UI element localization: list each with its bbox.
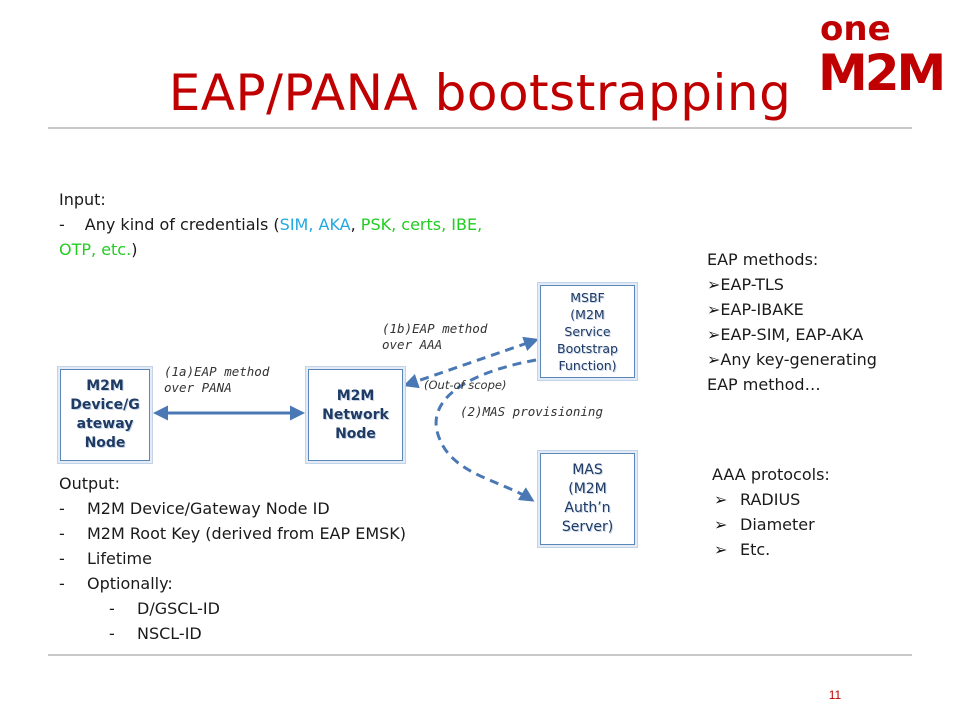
arrow-bullet-icon: ➢ (714, 540, 728, 559)
eap-method-item: ➢EAP-SIM, EAP-AKA (707, 325, 864, 344)
output-item: -M2M Device/Gateway Node ID (59, 499, 330, 518)
page-number: 11 (828, 688, 842, 702)
input-cred-green-1: PSK, certs, IBE, (360, 215, 483, 234)
output-subitem: -NSCL-ID (109, 624, 202, 643)
eap-method-item: ➢EAP-TLS (707, 275, 784, 294)
output-heading: Output: (59, 474, 120, 493)
input-comma: , (350, 215, 361, 234)
mas-node: MAS (M2M Auth’n Server) (540, 453, 635, 545)
label-out-of-scope: (Out-of scope) (424, 378, 507, 392)
aaa-protocols-block: AAA protocols: ➢RADIUS ➢Diameter ➢Etc. (712, 462, 830, 562)
arrow-bullet-icon: ➢ (707, 275, 721, 294)
aaa-heading: AAA protocols: (712, 465, 830, 484)
arrow-bullet-icon: ➢ (714, 490, 728, 509)
input-block: Input: -Any kind of credentials (SIM, AK… (59, 187, 482, 262)
bottom-divider (48, 654, 912, 656)
output-item: -Optionally: (59, 574, 173, 593)
output-subitem: -D/GSCL-ID (109, 599, 220, 618)
output-item: -M2M Root Key (derived from EAP EMSK) (59, 524, 407, 543)
top-divider (48, 127, 912, 129)
arrow-bullet-icon: ➢ (707, 350, 721, 369)
onem2m-logo: one M2M (818, 10, 946, 94)
input-dash: - (59, 215, 65, 234)
output-item: -Lifetime (59, 549, 152, 568)
aaa-item: ➢Diameter (712, 512, 830, 537)
output-block: Output: -M2M Device/Gateway Node ID -M2M… (59, 471, 406, 646)
m2m-network-node: M2M Network Node (308, 369, 403, 461)
input-prefix: Any kind of credentials ( (84, 215, 280, 234)
aaa-item: ➢Etc. (712, 537, 830, 562)
input-credentials-line: -Any kind of credentials (SIM, AKA, PSK,… (59, 212, 482, 237)
logo-text-bottom: M2M (818, 44, 943, 94)
page-title: EAP/PANA bootstrapping (168, 64, 792, 122)
msbf-node: MSBF (M2M Service Bootstrap Function) (540, 285, 635, 378)
logo-text-top: one (820, 10, 891, 49)
input-heading: Input: (59, 190, 106, 209)
eap-methods-heading: EAP methods: (707, 250, 819, 269)
label-mas-provisioning: (2)MAS provisioning (460, 404, 603, 419)
eap-methods-tail: EAP method… (707, 375, 821, 394)
eap-methods-block: EAP methods: ➢EAP-TLS ➢EAP-IBAKE ➢EAP-SI… (707, 247, 877, 397)
label-eap-over-aaa: (1b)EAP method over AAA (382, 321, 488, 352)
m2m-device-gateway-node: M2M Device/G ateway Node (60, 369, 150, 461)
input-suffix: ) (131, 240, 138, 259)
arrow-bullet-icon: ➢ (707, 300, 721, 319)
eap-method-item: ➢EAP-IBAKE (707, 300, 804, 319)
label-eap-over-pana: (1a)EAP method over PANA (164, 364, 270, 395)
input-credentials-line-2: OTP, etc.) (59, 237, 482, 262)
input-cred-green-2: OTP, etc. (59, 240, 132, 259)
arrow-bullet-icon: ➢ (707, 325, 721, 344)
eap-method-item: ➢Any key-generating (707, 350, 877, 369)
aaa-item: ➢RADIUS (712, 487, 830, 512)
input-cred-cyan: SIM, AKA (279, 215, 351, 234)
arrow-bullet-icon: ➢ (714, 515, 728, 534)
